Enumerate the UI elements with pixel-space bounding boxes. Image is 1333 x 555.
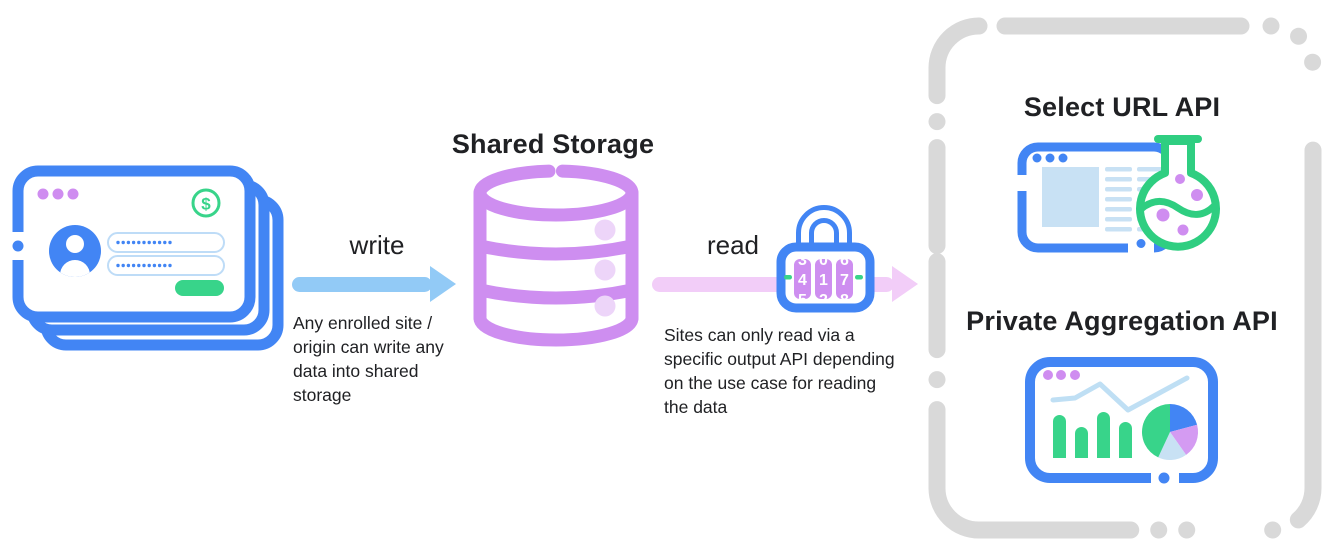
combination-wheel: 6 7 8 <box>836 252 853 309</box>
database-icon <box>473 164 639 347</box>
write-label: write <box>349 230 405 260</box>
database-slot-dots <box>594 219 616 317</box>
lock-dash-left <box>784 275 792 280</box>
write-caption: Any enrolled site / origin can write any… <box>293 313 444 405</box>
svg-text:2: 2 <box>819 292 828 309</box>
svg-text:3: 3 <box>798 252 807 269</box>
svg-text:1: 1 <box>819 272 828 289</box>
shared-storage-title: Shared Storage <box>451 129 655 159</box>
svg-text:0: 0 <box>819 252 828 269</box>
read-caption: Sites can only read via a specific outpu… <box>664 325 895 417</box>
flask-icon <box>1136 135 1220 251</box>
combination-wheel: 0 1 2 <box>815 252 832 309</box>
lock-icon: 3 4 5 0 1 2 6 7 8 <box>776 205 875 313</box>
write-arrow <box>292 266 456 302</box>
dollar-badge-icon: $ <box>191 188 221 218</box>
read-label: read <box>706 230 760 260</box>
svg-text:4: 4 <box>798 272 807 289</box>
window-dots-icon <box>37 188 79 200</box>
bar-chart-icon <box>1053 412 1132 458</box>
password-field <box>107 232 225 253</box>
enrolled-sites-icon: $ <box>10 165 284 351</box>
lock-dash-right <box>855 275 863 280</box>
window-dots-icon <box>1043 370 1080 380</box>
output-boundary-dashed-border <box>928 17 1322 539</box>
private-aggregation-api-icon <box>1025 357 1218 485</box>
border-dot <box>12 240 24 252</box>
svg-text:$: $ <box>201 195 211 214</box>
password-field <box>107 255 225 276</box>
line-chart-icon <box>1050 375 1190 413</box>
pie-chart-icon <box>1141 403 1199 461</box>
combination-wheel: 3 4 5 <box>794 252 811 309</box>
select-url-api-icon <box>1015 135 1220 255</box>
svg-text:7: 7 <box>840 272 849 289</box>
login-button <box>175 280 224 296</box>
svg-text:5: 5 <box>798 292 807 309</box>
avatar-icon <box>49 225 101 277</box>
svg-text:8: 8 <box>840 292 849 309</box>
select-url-api-title: Select URL API <box>1023 92 1221 122</box>
private-aggregation-api-title: Private Aggregation API <box>966 306 1278 336</box>
svg-text:6: 6 <box>840 252 849 269</box>
